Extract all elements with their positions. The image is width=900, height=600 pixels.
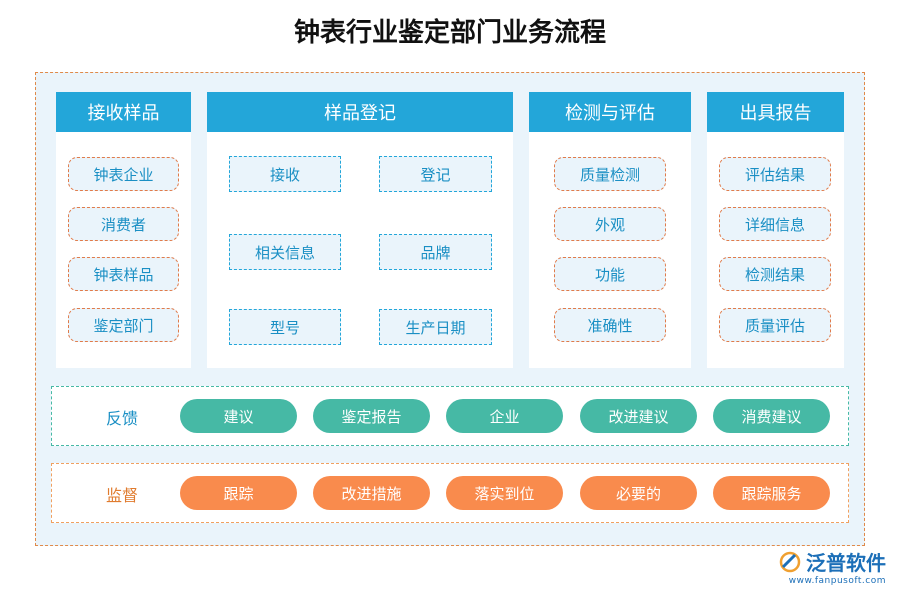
column-header: 接收样品 [56, 92, 191, 132]
column-testing-evaluation: 检测与评估 质量检测 外观 功能 准确性 [529, 92, 691, 368]
feedback-chip: 改进建议 [580, 399, 697, 433]
supervision-label: 监督 [106, 486, 139, 505]
logo-url: www.fanpusoft.com [788, 576, 886, 586]
column-sample-registration: 样品登记 接收 登记 相关信息 品牌 型号 生产日期 [207, 92, 513, 368]
feedback-chip: 鉴定报告 [313, 399, 430, 433]
logo-name: 泛普软件 [806, 551, 886, 575]
column-header: 出具报告 [707, 92, 844, 132]
flow-item: 生产日期 [379, 309, 492, 345]
flow-item: 登记 [379, 156, 492, 192]
flow-item: 功能 [554, 257, 666, 291]
supervision-chip: 跟踪服务 [713, 476, 830, 510]
column-header: 检测与评估 [529, 92, 691, 132]
feedback-chip: 企业 [446, 399, 563, 433]
flow-item: 消费者 [68, 207, 179, 241]
feedback-chip: 消费建议 [713, 399, 830, 433]
page-title: 钟表行业鉴定部门业务流程 [293, 18, 606, 48]
supervision-chip: 改进措施 [313, 476, 430, 510]
column-issue-report: 出具报告 评估结果 详细信息 检测结果 质量评估 [707, 92, 844, 368]
flow-item: 质量评估 [719, 308, 831, 342]
flow-item: 钟表企业 [68, 157, 179, 191]
flow-item: 评估结果 [719, 157, 831, 191]
flow-item: 鉴定部门 [68, 308, 179, 342]
supervision-chip: 跟踪 [180, 476, 297, 510]
column-receive-samples: 接收样品 钟表企业 消费者 钟表样品 鉴定部门 [56, 92, 191, 368]
fanpu-logo-icon [779, 551, 801, 572]
column-header: 样品登记 [207, 92, 513, 132]
feedback-label: 反馈 [106, 409, 139, 428]
flow-item: 质量检测 [554, 157, 666, 191]
feedback-chip: 建议 [180, 399, 297, 433]
flow-item: 外观 [554, 207, 666, 241]
supervision-band: 监督 跟踪 改进措施 落实到位 必要的 跟踪服务 [51, 463, 849, 523]
flow-item: 品牌 [379, 234, 492, 270]
flow-item: 钟表样品 [68, 257, 179, 291]
supervision-chip: 必要的 [580, 476, 697, 510]
flow-item: 型号 [229, 309, 341, 345]
flow-item: 详细信息 [719, 207, 831, 241]
flow-item: 接收 [229, 156, 341, 192]
brand-logo: 泛普软件 www.fanpusoft.com [778, 547, 886, 586]
supervision-chip: 落实到位 [446, 476, 563, 510]
flow-item: 准确性 [554, 308, 666, 342]
flow-item: 相关信息 [229, 234, 341, 270]
flow-item: 检测结果 [719, 257, 831, 291]
feedback-band: 反馈 建议 鉴定报告 企业 改进建议 消费建议 [51, 386, 849, 446]
